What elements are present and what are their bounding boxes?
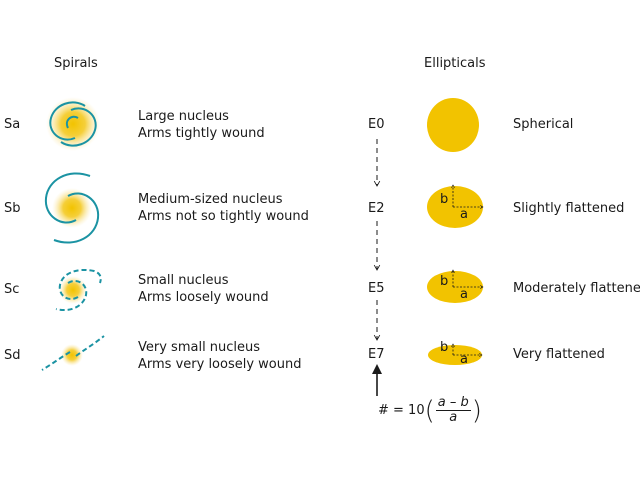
spiral-sb-line-2: Arms not so tightly wound [138,209,309,224]
formula-arrow-head [372,364,382,374]
elliptical-e5-axes [451,269,484,289]
spiral-sb-galaxy [44,172,100,244]
elliptical-e0-shape [427,98,479,152]
ellipticity-formula: # = 10 ( a – b a ) [378,396,482,425]
spiral-sa-arm-2 [49,101,86,141]
formula-open-paren: ( [424,395,435,426]
spiral-sc-galaxy [55,269,102,311]
spiral-sd-galaxy [41,335,105,371]
spiral-sa-arm-3 [66,115,79,129]
spiral-sb-line-1: Medium-sized nucleus [138,192,283,207]
elliptical-e2-axis-b: b [440,192,449,207]
formula-close-paren: ) [471,395,482,426]
formula-lhs: # = 10 [378,403,425,418]
spiral-sa-arm-1 [60,107,97,147]
spiral-sb-nucleus [52,188,92,228]
spiral-sc-line-1: Small nucleus [138,273,229,288]
spiral-sc-label: Sc [4,282,20,297]
elliptical-e2-label: E2 [368,201,385,216]
spirals-title: Spirals [54,56,98,71]
spiral-sd-arm-2 [75,335,105,357]
spiral-sa-nucleus [46,97,100,151]
ellipticals-title: Ellipticals [424,56,486,71]
spiral-sa-line-1: Large nucleus [138,109,229,124]
elliptical-e5-axis-b: b [440,274,449,289]
elliptical-e7-label: E7 [368,347,385,362]
spiral-sd-line-1: Very small nucleus [138,340,261,355]
elliptical-e5-axis-a: a [460,287,468,302]
spiral-sd-description: Very small nucleus Arms very loosely wou… [138,339,301,373]
elliptical-e0-description: Spherical [513,117,574,132]
spiral-sc-description: Small nucleus Arms loosely wound [138,272,269,306]
elliptical-e7-axis-a: a [460,352,468,367]
spiral-sb-arm-2 [44,172,91,224]
spiral-sb-arm-1 [53,192,100,244]
spiral-sa-galaxy [46,97,100,151]
formula-numerator: a – b [435,395,471,411]
elliptical-e7-axes [451,343,483,357]
formula-denominator: a [449,410,458,425]
spiral-sc-nucleus [59,276,87,304]
spiral-sd-line-2: Arms very loosely wound [138,357,302,372]
elliptical-e0-label: E0 [368,117,385,132]
spiral-sd-nucleus [61,344,83,366]
spiral-sd-arm-1 [41,351,71,371]
elliptical-e2-axes [451,184,484,209]
elliptical-e7-axis-b: b [440,340,449,355]
elliptical-e2-description: Slightly flattened [513,201,625,216]
elliptical-e5-label: E5 [368,281,385,296]
spiral-sa-description: Large nucleus Arms tightly wound [138,108,265,142]
spiral-sc-arm-1 [55,279,88,311]
spiral-sb-description: Medium-sized nucleus Arms not so tightly… [138,191,309,225]
formula-fraction: a – b a [435,395,471,425]
spiral-sd-label: Sd [4,348,21,363]
elliptical-e2-axis-a: a [460,207,468,222]
spiral-sc-arm-2 [58,269,102,301]
spiral-sb-label: Sb [4,201,21,216]
elliptical-e7-description: Very flattened [513,347,605,362]
spiral-sa-line-2: Arms tightly wound [138,126,265,141]
spiral-sc-line-2: Arms loosely wound [138,290,269,305]
elliptical-e5-description: Moderately flattened [513,281,640,296]
spiral-sa-label: Sa [4,117,21,132]
